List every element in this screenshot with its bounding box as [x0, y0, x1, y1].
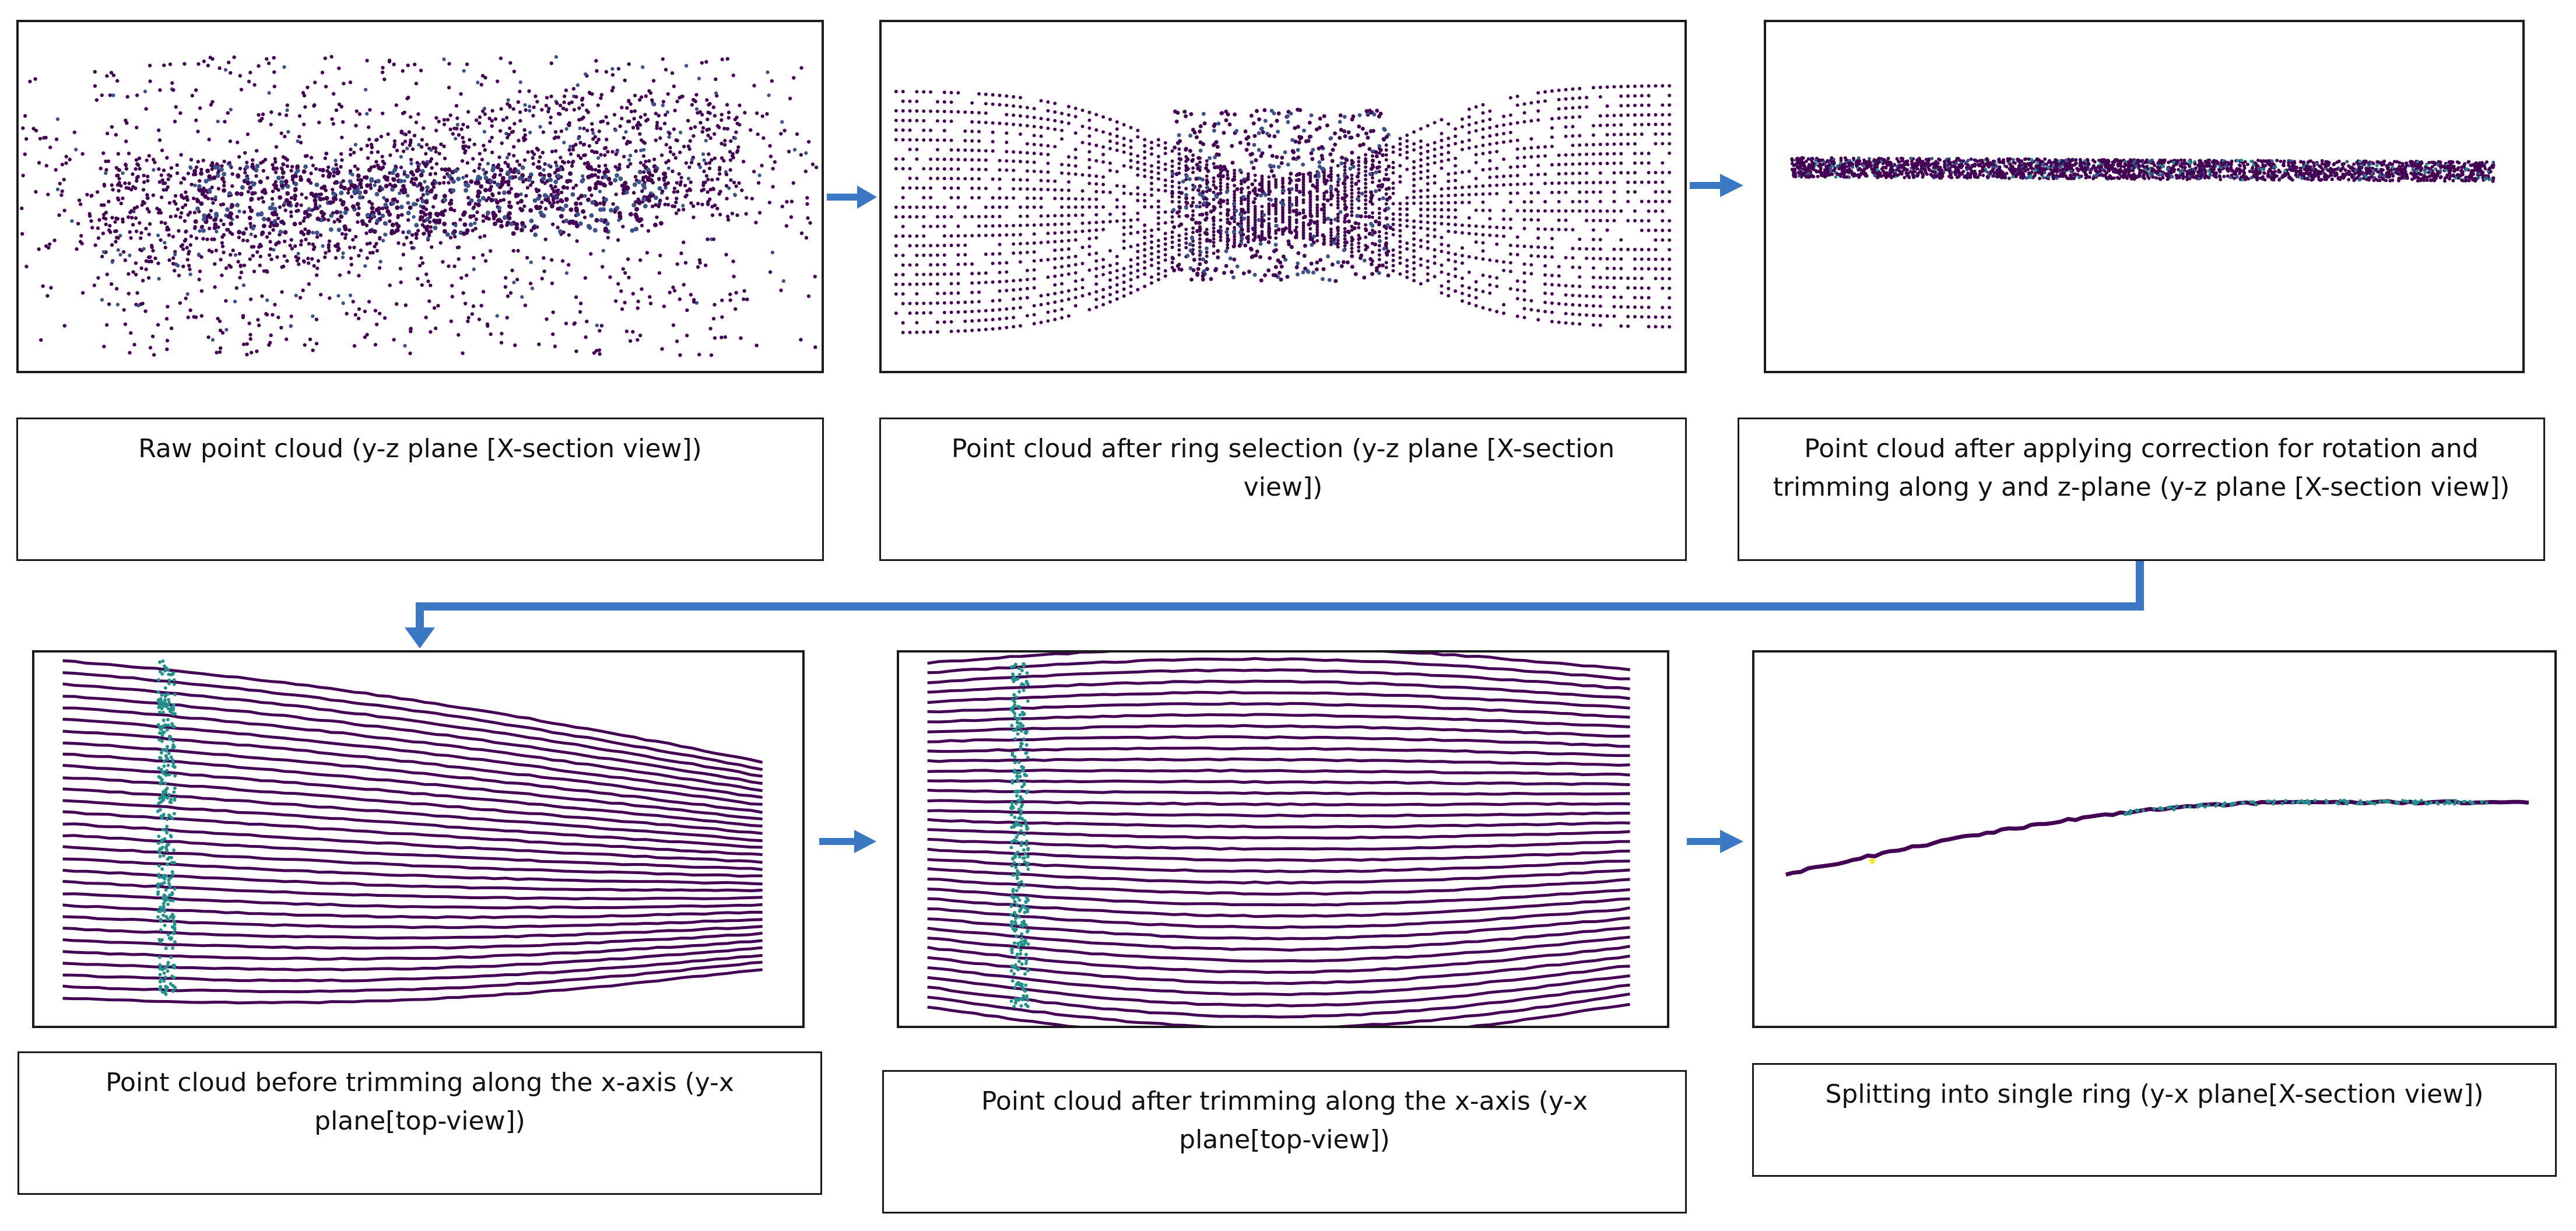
arrow-right-icon: [827, 185, 877, 209]
arrow-right-icon: [1687, 830, 1743, 853]
after-x-trim-caption: Point cloud after trimming along the x-a…: [882, 1070, 1687, 1214]
raw-point-cloud-panel: [16, 20, 824, 373]
rotation-corrected-caption: Point cloud after applying correction fo…: [1738, 418, 2545, 561]
before-x-trim-plot: [62, 659, 763, 1005]
after-x-trim-scan-lines: [927, 653, 1630, 1026]
single-ring-caption: Splitting into single ring (y-x plane[X-…: [1752, 1063, 2557, 1177]
arrow-right-icon: [819, 830, 876, 853]
before-x-trim-panel: [32, 650, 805, 1028]
rotation-corrected-plot: [1790, 156, 2496, 183]
single-ring-plot: [1785, 798, 2529, 877]
ring-selection-scatter: [894, 84, 1672, 335]
single-ring-trace: [1785, 798, 2529, 877]
after-x-trim-plot: [927, 653, 1630, 1026]
raw-point-cloud-plot: [20, 55, 819, 357]
rotation-corrected-scatter: [1790, 156, 2496, 183]
raw-point-cloud-scatter: [20, 55, 819, 357]
ring-selection-plot: [894, 84, 1672, 335]
single-ring-panel: [1752, 650, 2557, 1028]
before-x-trim-caption: Point cloud before trimming along the x-…: [17, 1051, 822, 1195]
arrow-right-icon: [1690, 174, 1743, 197]
after-x-trim-panel: [897, 650, 1669, 1028]
raw-point-cloud-caption: Raw point cloud (y-z plane [X-section vi…: [16, 418, 824, 561]
connector-elbow-arrow-icon: [405, 561, 2144, 648]
ring-selection-panel: [879, 20, 1687, 373]
rotation-corrected-panel: [1764, 20, 2525, 373]
ring-selection-caption: Point cloud after ring selection (y-z pl…: [879, 418, 1687, 561]
before-x-trim-scan-lines: [62, 659, 763, 1005]
